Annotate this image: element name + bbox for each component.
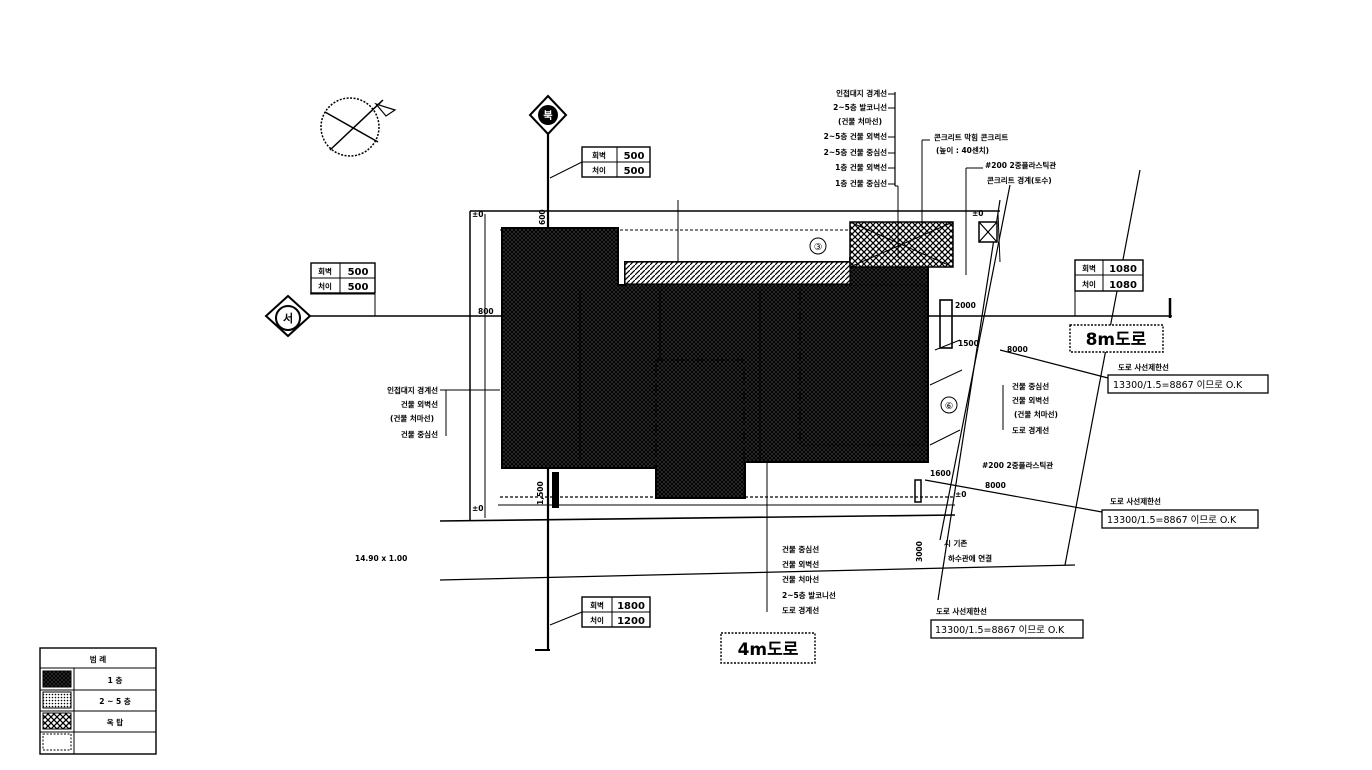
setback-north: 회벽 500 처이 500: [549, 146, 651, 179]
level-mark-b: ±0: [472, 504, 484, 513]
legend-swatch-floor25: [42, 691, 72, 709]
north-callouts: 인접대지 경계선 2~5층 발코니선 (건물 처마선) 2~5층 건물 외벽선 …: [824, 88, 899, 258]
setback-north-row2-label: 처이: [592, 165, 606, 175]
concrete-callout-3: #200 2중플라스틱관: [985, 160, 1056, 170]
setback-south-row2-label: 처이: [590, 615, 604, 625]
sight-check-1-formula: 13300/1.5=8867 이므로 O.K: [1113, 380, 1243, 391]
sight-check-2: 도로 사선제한선 13300/1.5=8867 이므로 O.K: [924, 479, 1259, 529]
concrete-callouts: 콘크리트 막힘 콘크리트 (높이 : 40센치) #200 2중플라스틱관 콘크…: [921, 132, 1056, 275]
setback-north-row1-value: 500: [624, 151, 645, 162]
sight-check-3: 도로 사선제한선 13300/1.5=8867 이므로 O.K: [930, 606, 1084, 639]
setback-north-row1-label: 회벽: [592, 150, 606, 160]
dim-east-1500: 1500: [958, 339, 979, 348]
dim-road-8000-b: 8000: [985, 481, 1006, 490]
road-label-south: 4m도로: [720, 632, 816, 664]
level-mark-c: ±0: [972, 209, 984, 218]
setback-south-row2-value: 1200: [617, 616, 645, 627]
north-callout-1: 인접대지 경계선: [836, 88, 887, 98]
south-callout-2: 건물 외벽선: [782, 559, 819, 569]
compass-rose: [320, 97, 397, 157]
setback-west-row1-value: 500: [348, 267, 369, 278]
south-callout-4: 2~5층 발코니선: [782, 590, 836, 600]
north-callout-5: 2~5층 건물 중심선: [824, 147, 887, 157]
setback-east: 회벽 1080 처이 1080: [1074, 259, 1144, 316]
east-callout-2: 건물 외벽선: [1012, 395, 1049, 405]
dim-e-1600: 1600: [930, 469, 951, 478]
setback-west-row1-label: 회벽: [318, 266, 332, 276]
west-marker: 서: [264, 294, 312, 338]
sight-check-1-title: 도로 사선제한선: [1118, 362, 1169, 372]
dimension-labels: 800 600 1,500 2000 1500 8000 8000 1600 3…: [472, 209, 1028, 562]
north-callout-2: 2~5층 발코니선: [833, 102, 887, 112]
dim-south-1500: 1,500: [536, 481, 545, 505]
west-callout-3: (건물 처마선): [390, 413, 434, 423]
setback-west-row2-value: 500: [348, 282, 369, 293]
legend-swatch-blank: [42, 733, 72, 751]
dim-bottom-3000: 3000: [915, 541, 924, 562]
setback-west: 회벽 500 처이 500: [310, 262, 376, 316]
sight-check-1: 도로 사선제한선 13300/1.5=8867 이므로 O.K: [999, 349, 1269, 394]
building-footprint: [501, 221, 998, 508]
legend-label-floor25: 2 ~ 5 층: [99, 696, 131, 706]
setback-east-row2-label: 처이: [1082, 279, 1096, 289]
setback-west-row2-label: 처이: [318, 281, 332, 291]
north-label: 북: [543, 110, 552, 122]
east-callouts: 건물 중심선 건물 외벽선 (건물 처마선) 도로 경계선 #200 2중플라스…: [982, 381, 1058, 470]
sight-check-3-formula: 13300/1.5=8867 이므로 O.K: [935, 625, 1065, 636]
legend-label-rooftop: 옥 탑: [107, 717, 124, 727]
road-label-south-text: 4m도로: [738, 640, 799, 660]
north-callout-3: (건물 처마선): [838, 116, 882, 126]
west-callouts: 인접대지 경계선 건물 외벽선 (건물 처마선) 건물 중심선: [387, 385, 500, 439]
north-callout-4: 2~5층 건물 외벽선: [824, 131, 887, 141]
setback-east-row2-value: 1080: [1109, 280, 1137, 291]
setback-east-row1-value: 1080: [1109, 264, 1137, 275]
dim-north-600: 600: [538, 209, 547, 225]
legend-label-floor1: 1 층: [108, 675, 123, 685]
sight-check-2-title: 도로 사선제한선: [1110, 496, 1161, 506]
east-callout-3: (건물 처마선): [1014, 409, 1058, 419]
south-callouts: 건물 중심선 건물 외벽선 건물 처마선 2~5층 발코니선 도로 경계선: [766, 462, 836, 615]
west-callout-1: 인접대지 경계선: [387, 385, 438, 395]
east-callout-1: 건물 중심선: [1012, 381, 1049, 391]
north-callout-7: 1층 건물 중심선: [835, 178, 887, 188]
room-mark-6: ⑥: [945, 401, 954, 412]
legend: 범 례 1 층 2 ~ 5 층 옥 탑: [39, 647, 157, 755]
concrete-callout-2: (높이 : 40센치): [936, 145, 989, 155]
road-label-east-text: 8m도로: [1086, 330, 1147, 350]
legend-swatch-floor1: [42, 670, 72, 688]
setback-south-row1-label: 회벽: [590, 600, 604, 610]
sight-check-3-title: 도로 사선제한선: [936, 606, 987, 616]
north-callout-6: 1층 건물 외벽선: [835, 162, 887, 172]
west-callout-4: 건물 중심선: [401, 429, 438, 439]
level-mark-a: ±0: [472, 210, 484, 219]
room-mark-3: ③: [814, 242, 823, 253]
sight-check-2-formula: 13300/1.5=8867 이므로 O.K: [1107, 515, 1237, 526]
dim-road-8000-a: 8000: [1007, 345, 1028, 354]
concrete-callout-4: 콘크리트 경계(토수): [987, 175, 1052, 185]
drain-note-2: 하수관에 연결: [948, 553, 992, 563]
east-callout-4: 도로 경계선: [1012, 425, 1049, 435]
north-marker: 북: [528, 94, 568, 136]
south-callout-1: 건물 중심선: [782, 544, 819, 554]
concrete-callout-1: 콘크리트 막힘 콘크리트: [934, 132, 1008, 142]
drain-note-1: 시 기존: [944, 538, 967, 548]
dim-east-2000: 2000: [955, 301, 976, 310]
south-callout-3: 건물 처마선: [782, 574, 819, 584]
road-label-east: 8m도로: [1069, 324, 1164, 353]
setback-south: 회벽 1800 처이 1200: [549, 596, 651, 628]
legend-swatch-rooftop: [42, 712, 72, 730]
dim-west-800: 800: [478, 307, 494, 316]
setback-north-row2-value: 500: [624, 166, 645, 177]
setback-south-row1-value: 1800: [617, 601, 645, 612]
setback-east-row1-label: 회벽: [1082, 263, 1096, 273]
east-pipe-label: #200 2중플라스틱관: [982, 460, 1053, 470]
south-callout-5: 도로 경계선: [782, 605, 819, 615]
axis-lines: [305, 125, 1172, 651]
level-mark-d: ±0: [955, 490, 967, 499]
legend-header: 범 례: [90, 654, 107, 664]
scale-note: 14.90 x 1.00: [355, 554, 407, 563]
west-callout-2: 건물 외벽선: [401, 399, 438, 409]
west-label: 서: [283, 311, 293, 325]
